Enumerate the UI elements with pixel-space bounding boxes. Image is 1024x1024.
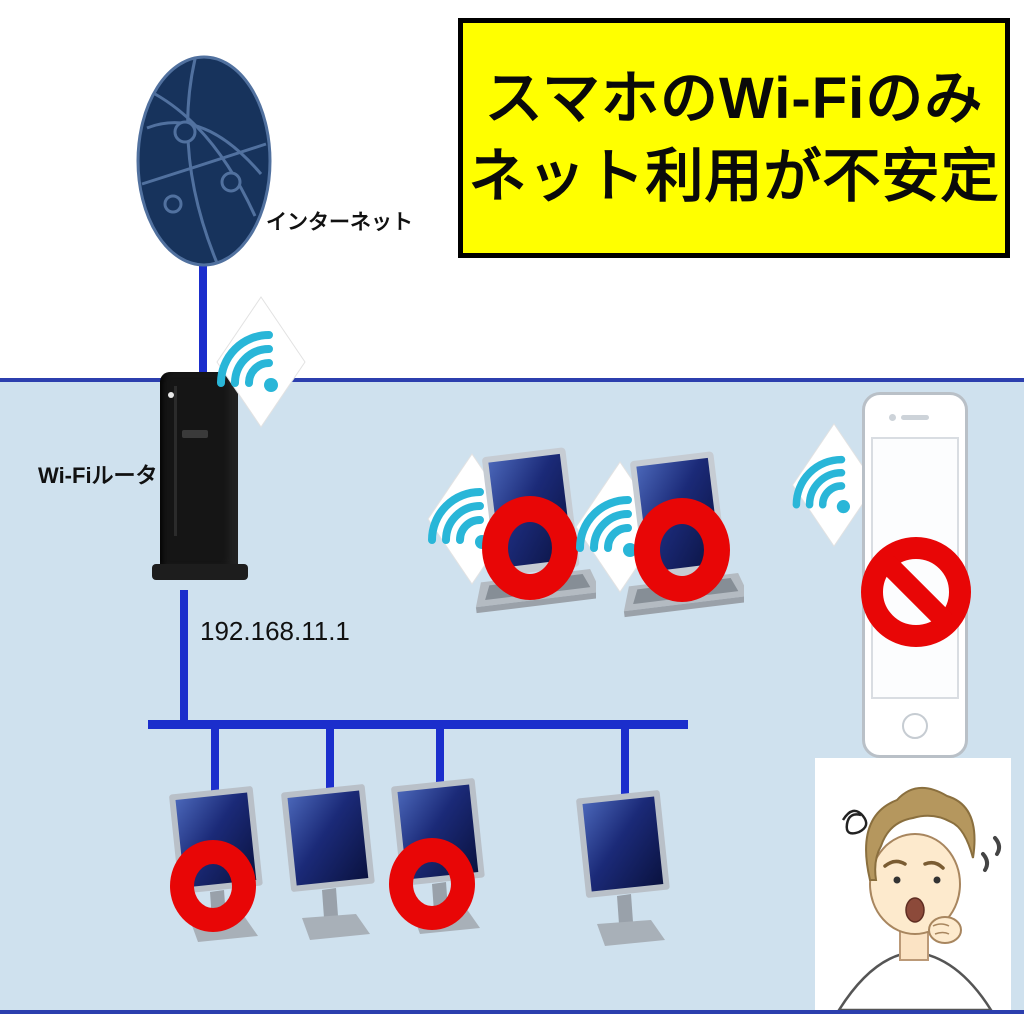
router-groove bbox=[174, 386, 177, 536]
bus-drop-desktop-3 bbox=[436, 729, 444, 789]
phone-home-button bbox=[902, 713, 928, 739]
banner-line-1: スマホのWi-Fiのみ bbox=[484, 65, 984, 131]
internet-to-router-line bbox=[199, 262, 207, 384]
router-logo bbox=[182, 430, 208, 438]
internet-label: インターネット bbox=[266, 211, 413, 234]
bus-drop-desktop-2 bbox=[326, 729, 334, 795]
phone-speaker bbox=[901, 415, 929, 420]
desktop-monitor-4 bbox=[575, 790, 675, 948]
router-base bbox=[152, 564, 248, 580]
internet-globe-icon bbox=[133, 52, 275, 270]
prohibition-icon bbox=[634, 498, 730, 602]
prohibition-icon bbox=[170, 840, 256, 932]
desktop-monitor-2 bbox=[280, 784, 380, 942]
prohibition-icon bbox=[858, 532, 974, 652]
bus-drop-desktop-4 bbox=[621, 729, 629, 801]
phone-camera bbox=[889, 414, 896, 421]
title-banner: スマホのWi-Fiのみ ネット利用が不安定 bbox=[458, 18, 1010, 258]
bus-drop-desktop-1 bbox=[211, 729, 219, 803]
banner-line-2: ネット利用が不安定 bbox=[468, 144, 1000, 209]
worried-man-illustration bbox=[815, 758, 1011, 1010]
wifi-signal-icon bbox=[788, 422, 880, 548]
router-ip-label: 192.168.11.1 bbox=[200, 616, 350, 646]
router-led bbox=[168, 392, 174, 398]
router-label: Wi-Fiルータ bbox=[38, 463, 158, 488]
router-body bbox=[160, 372, 238, 568]
wifi-router bbox=[152, 372, 248, 582]
wifi-signal-icon bbox=[215, 295, 307, 429]
lan-bus-line bbox=[148, 720, 688, 729]
prohibition-icon bbox=[389, 838, 475, 930]
prohibition-icon bbox=[482, 496, 578, 600]
router-to-bus-line bbox=[180, 590, 188, 726]
